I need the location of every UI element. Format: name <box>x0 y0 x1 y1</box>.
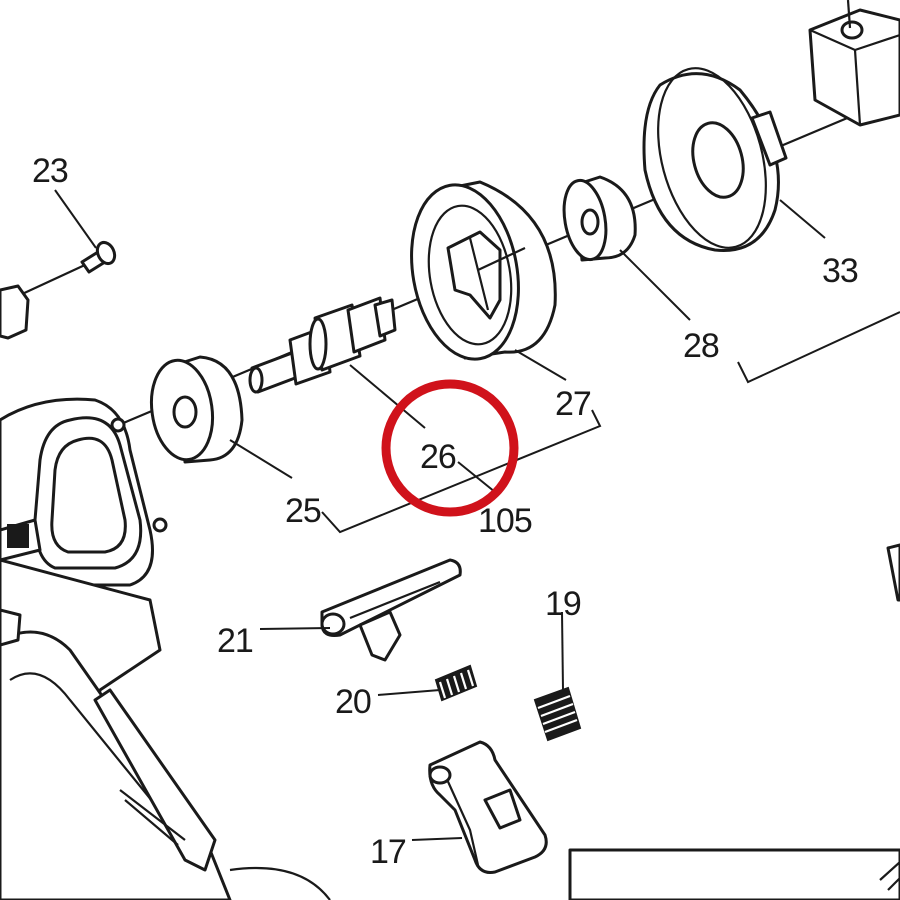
part-28-bushing <box>562 175 637 262</box>
bottom-right-box-partial <box>568 848 900 900</box>
part-33-ring <box>642 67 788 252</box>
callout-26: 26 <box>420 438 456 476</box>
part-23-screw <box>80 240 117 274</box>
part-25-washer <box>149 355 244 464</box>
part-19-spring <box>533 686 582 742</box>
part-21-latch <box>320 558 462 662</box>
callout-27: 27 <box>555 385 591 423</box>
leader-lines <box>54 189 900 841</box>
part-20-spring <box>434 664 478 702</box>
callout-105: 105 <box>478 502 532 540</box>
part-27-wheel <box>410 180 557 361</box>
tool-housing <box>0 397 331 900</box>
callout-21: 21 <box>217 622 253 660</box>
highlight-circle <box>381 379 519 517</box>
left-bracket-partial <box>0 284 30 340</box>
callout-23: 23 <box>32 152 68 190</box>
callout-28: 28 <box>683 327 719 365</box>
callout-17: 17 <box>370 833 406 871</box>
part-26-shaft <box>248 296 397 394</box>
top-right-block-partial <box>808 0 900 127</box>
part-17-trigger <box>428 740 548 874</box>
callout-20: 20 <box>335 683 371 721</box>
callout-19: 19 <box>545 585 581 623</box>
callout-25: 25 <box>285 492 321 530</box>
callout-labels: 23 25 26 105 27 28 33 21 20 19 17 <box>32 152 859 871</box>
right-edge-partial <box>886 543 900 602</box>
callout-33: 33 <box>822 252 858 290</box>
